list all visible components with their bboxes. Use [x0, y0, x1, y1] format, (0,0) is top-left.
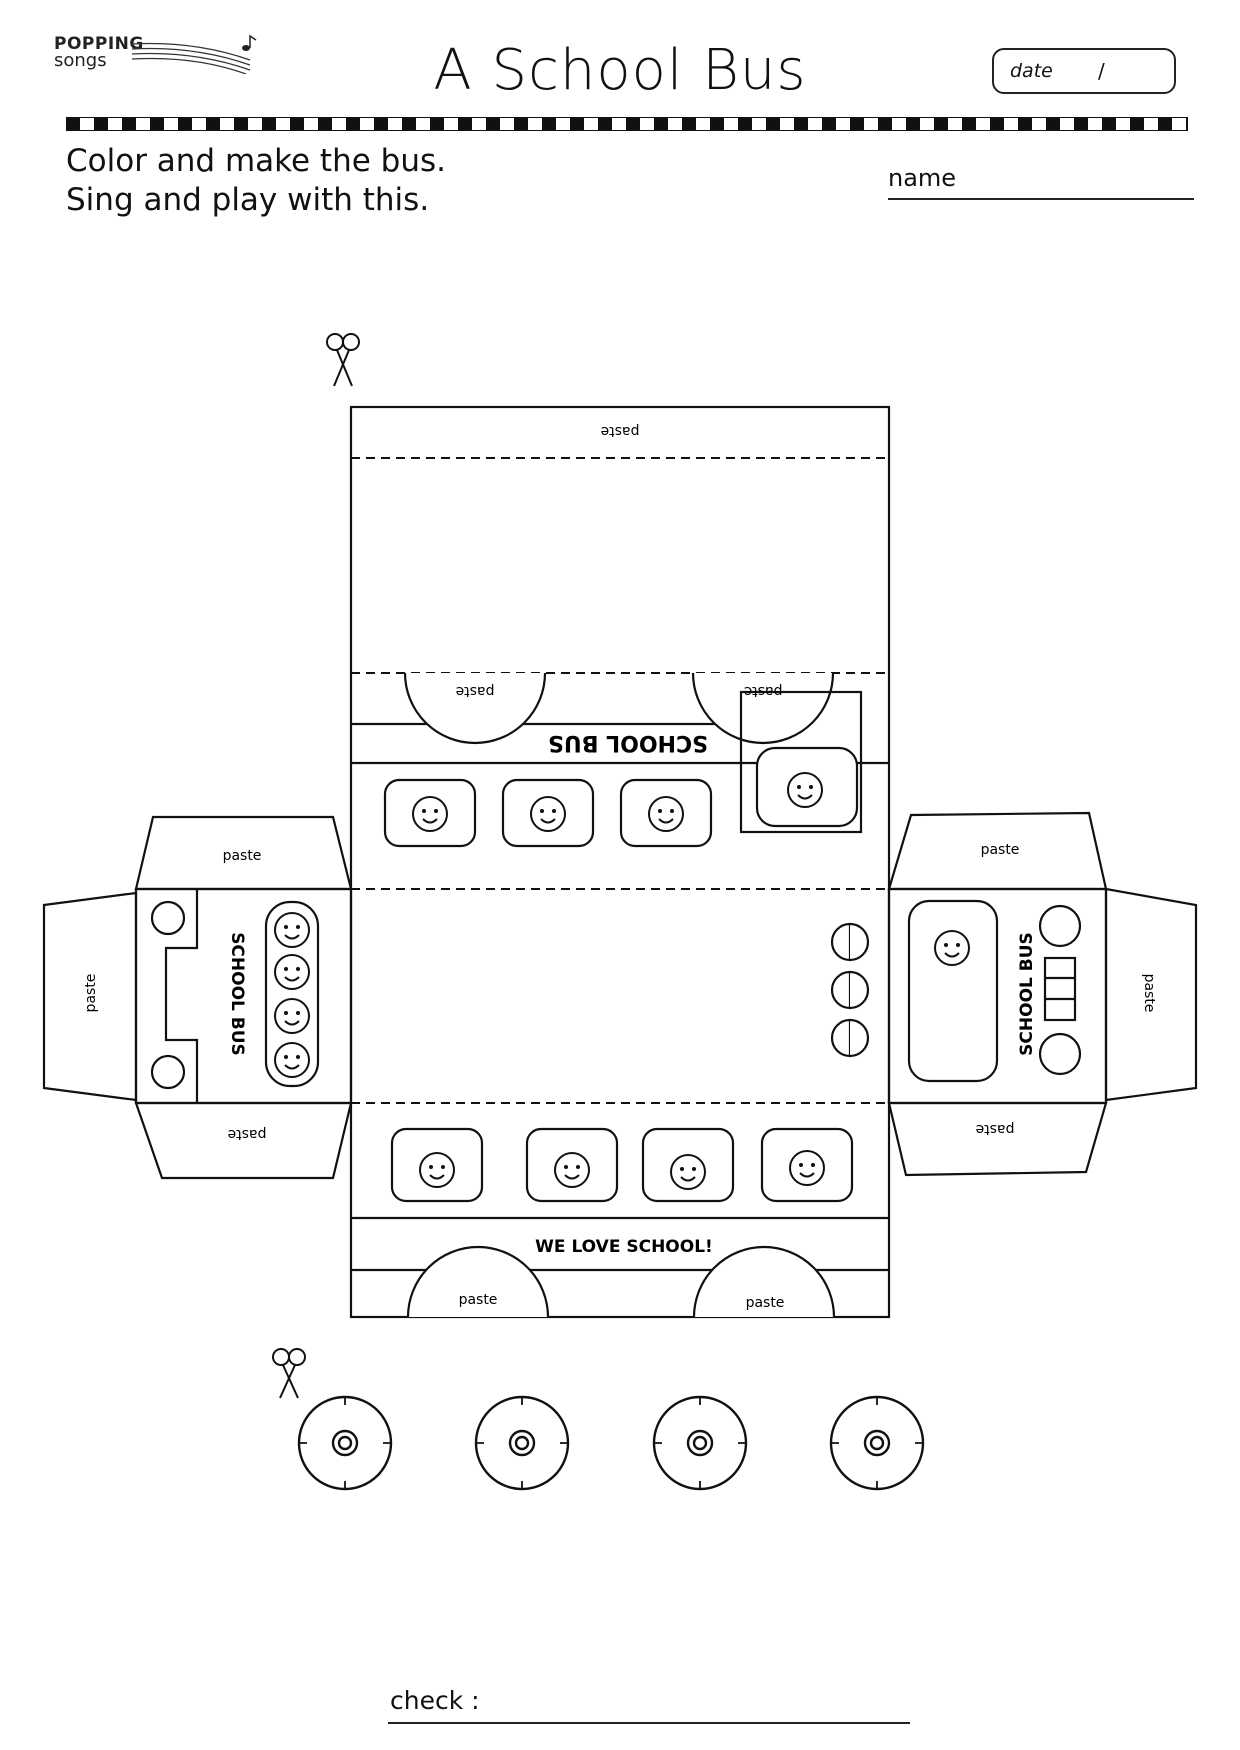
paste-label-bottom-right-wheel: paste: [746, 1295, 785, 1311]
scissors-icon: [326, 333, 360, 387]
instructions: Color and make the bus. Sing and play wi…: [66, 142, 446, 220]
logo-text-top: POPPING: [54, 34, 144, 54]
paste-label-top-left-wheel: paste: [456, 683, 495, 699]
teacher-check-field[interactable]: check :: [388, 1682, 910, 1724]
paste-label-roof: paste: [601, 423, 640, 439]
page-title: A School Bus: [433, 38, 807, 103]
we-love-school-slogan: WE LOVE SCHOOL!: [535, 1237, 713, 1257]
logo-text-bottom: songs: [54, 50, 107, 71]
date-label: date: [1010, 60, 1053, 82]
instruction-line-1: Color and make the bus.: [66, 143, 446, 179]
date-field[interactable]: date /: [992, 48, 1176, 94]
instruction-line-2: Sing and play with this.: [66, 182, 430, 218]
back-school-bus-sign: SCHOOL BUS: [227, 932, 247, 1056]
paste-label-right-outer-tab: paste: [1141, 974, 1157, 1013]
paste-label-left-bottom-tab: paste: [228, 1126, 267, 1142]
name-label: name: [888, 164, 957, 192]
paste-label-right-top-tab: paste: [981, 842, 1020, 858]
name-field[interactable]: name: [888, 162, 1194, 200]
music-staff-icon: [131, 34, 257, 74]
paste-label-left-top-tab: paste: [223, 848, 262, 864]
paste-label-top-right-wheel: paste: [744, 683, 783, 699]
date-separator: /: [1098, 59, 1105, 83]
paste-label-left-outer-tab: paste: [83, 974, 99, 1013]
roof-school-bus-sign: SCHOOL BUS: [548, 730, 708, 755]
paste-label-right-bottom-tab: paste: [976, 1121, 1015, 1137]
checkered-divider: [66, 117, 1188, 131]
front-school-bus-sign: SCHOOL BUS: [1017, 932, 1037, 1056]
check-label: check :: [390, 1686, 480, 1715]
paste-label-bottom-left-wheel: paste: [459, 1292, 498, 1308]
popping-songs-logo: POPPING songs: [52, 34, 257, 84]
